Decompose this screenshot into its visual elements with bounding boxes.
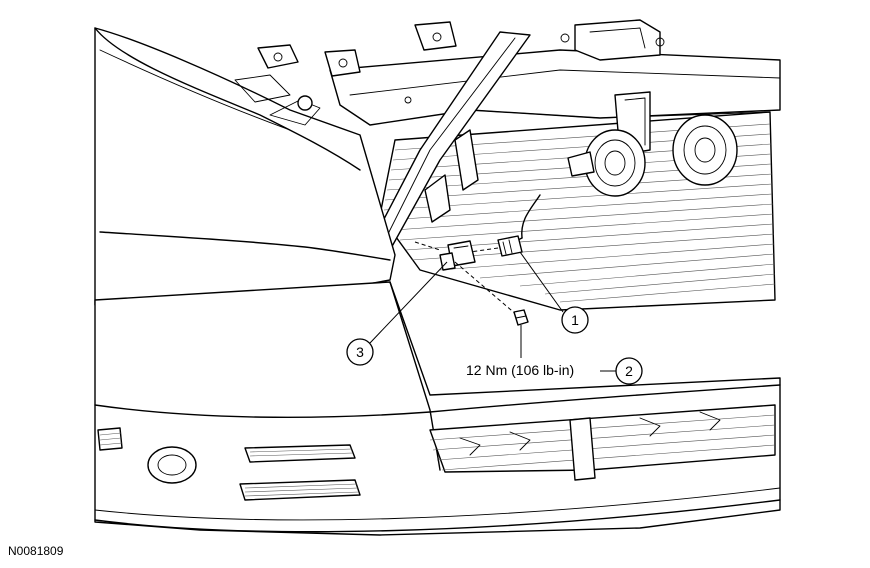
callout-3-number: 3 [356,344,364,360]
wiring-harness [414,194,541,326]
callout-2: 12 Nm (106 lb-in) 2 [466,325,643,385]
callout-3: 3 [346,261,448,366]
bolt [513,309,529,326]
horn-right [672,114,738,186]
torque-spec: 12 Nm (106 lb-in) [466,362,574,378]
bumper-vents [97,427,361,501]
callout-1: 1 [519,251,589,334]
callout-1-number: 1 [571,312,579,328]
horn-left [567,129,646,197]
horn-assembly [567,91,738,197]
fog-lamp [147,446,197,484]
support-strut [371,31,531,251]
electrical-connector [497,235,523,257]
callout-2-number: 2 [625,363,633,379]
bumper-cover [94,281,781,536]
headlamp-assembly [94,27,396,306]
figure-id: N0081809 [8,544,64,558]
lower-grille [429,404,776,481]
